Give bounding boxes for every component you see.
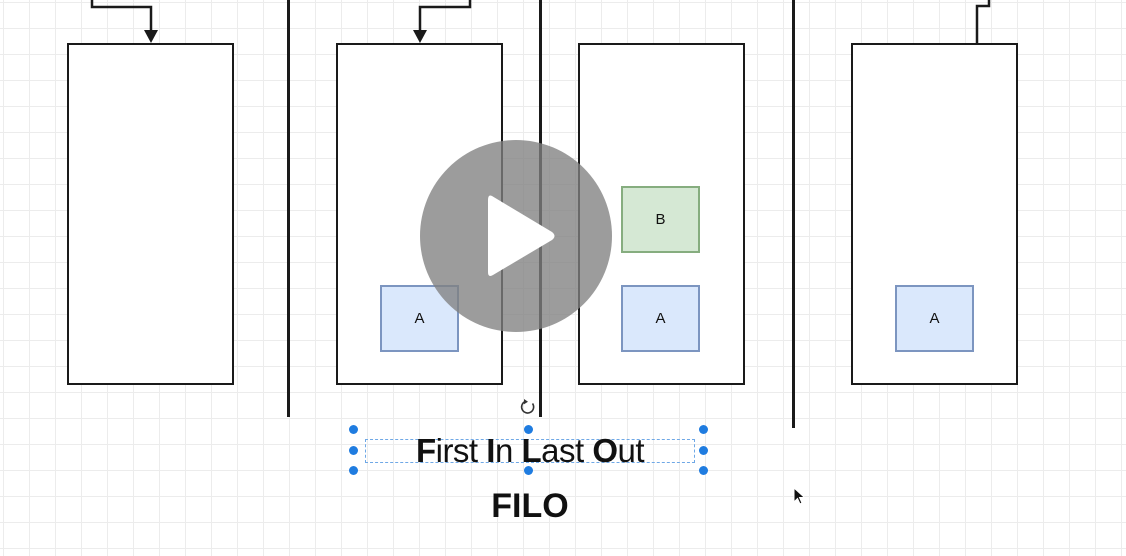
play-icon xyxy=(488,195,555,276)
push-arrowhead-2 xyxy=(413,30,427,43)
mouse-cursor-icon xyxy=(793,487,806,505)
text-selection-box[interactable] xyxy=(365,439,695,463)
caption-filo[interactable]: FILO xyxy=(491,487,569,525)
resize-handle-top-right[interactable] xyxy=(699,425,708,434)
stack-item[interactable]: B xyxy=(621,186,700,253)
caption-letter-f: F xyxy=(415,432,436,469)
resize-handle-top-left[interactable] xyxy=(349,425,358,434)
resize-handle-middle-right[interactable] xyxy=(699,446,708,455)
stack-item[interactable]: A xyxy=(895,285,974,352)
resize-handle-middle-left[interactable] xyxy=(349,446,358,455)
push-arrow-1 xyxy=(90,0,153,38)
pop-arrow-4 xyxy=(975,0,991,43)
divider-3 xyxy=(792,0,795,428)
divider-1 xyxy=(287,0,290,417)
resize-handle-bottom-center[interactable] xyxy=(524,466,533,475)
resize-handle-bottom-right[interactable] xyxy=(699,466,708,475)
caption-word-n: n xyxy=(494,432,522,469)
resize-handle-top-center[interactable] xyxy=(524,425,533,434)
caption-word-ast: ast xyxy=(541,432,593,469)
play-button[interactable] xyxy=(420,140,612,332)
caption-first-in-last-out[interactable]: First In Last Out xyxy=(365,432,695,470)
rotate-icon[interactable] xyxy=(519,398,537,416)
stack-container-1[interactable] xyxy=(67,43,234,385)
caption-word-irst: irst xyxy=(435,432,487,469)
caption-letter-l: L xyxy=(521,432,542,469)
stack-item[interactable]: A xyxy=(621,285,700,352)
caption-letter-o: O xyxy=(592,432,618,469)
caption-word-ut: ut xyxy=(617,432,645,469)
caption-letter-i: I xyxy=(486,432,495,469)
resize-handle-bottom-left[interactable] xyxy=(349,466,358,475)
push-arrowhead-1 xyxy=(144,30,158,43)
push-arrow-2 xyxy=(418,0,472,38)
